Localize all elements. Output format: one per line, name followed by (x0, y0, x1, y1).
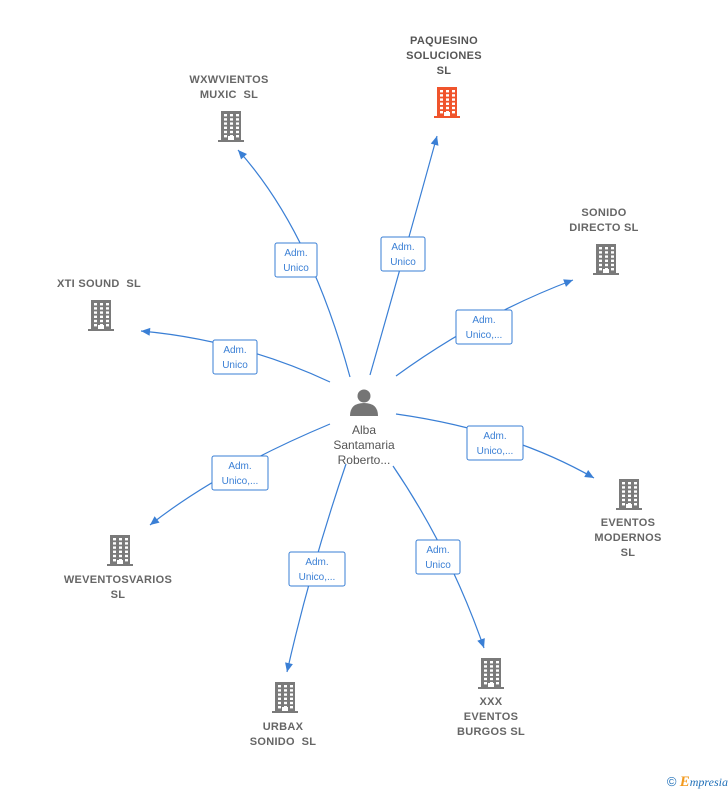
company-name-line[interactable]: XXX (480, 696, 503, 708)
relation-text: Adm. (305, 557, 328, 568)
building-icon[interactable] (88, 300, 114, 331)
relation-label-xxx-eventos-burgos[interactable]: Adm. Unico (415, 539, 461, 575)
brand-logo-letter: E (679, 774, 690, 790)
relation-text: Unico (390, 257, 416, 268)
building-icon[interactable] (434, 87, 460, 118)
copyright-icon: © (666, 774, 677, 789)
relation-text: Adm. (483, 431, 506, 442)
company-node-weventosvarios[interactable]: WEVENTOSVARIOS SL (64, 535, 172, 601)
nodes: PAQUESINO SOLUCIONES SL WXWVIENTOS MUXIC SL S… (57, 35, 661, 748)
company-node-xti-sound[interactable]: XTI SOUND SL (57, 278, 141, 331)
relation-box (288, 551, 346, 587)
center-person-node[interactable]: AlbaSantamariaRoberto... (333, 389, 395, 468)
arrowhead (430, 136, 439, 146)
company-name-line[interactable]: MUXIC SL (200, 89, 258, 101)
company-name-line[interactable]: SONIDO SL (250, 736, 317, 748)
relation-label-xti-sound[interactable]: Adm. Unico (212, 339, 258, 375)
relation-box (415, 539, 461, 575)
arrowhead (141, 327, 151, 336)
relation-label-urbax-sonido[interactable]: Adm. Unico,... (288, 551, 346, 587)
person-name-line[interactable]: Roberto... (338, 453, 391, 467)
arrowhead (238, 150, 247, 160)
relation-text: Adm. (472, 315, 495, 326)
company-name-line[interactable]: SOLUCIONES (406, 50, 482, 62)
company-name-line[interactable]: PAQUESINO (410, 35, 478, 47)
relation-text: Unico,... (299, 572, 336, 583)
relation-text: Adm. (284, 248, 307, 259)
company-node-paquesino[interactable]: PAQUESINO SOLUCIONES SL (406, 35, 482, 118)
company-name-line[interactable]: DIRECTO SL (569, 222, 638, 234)
relation-box (212, 339, 258, 375)
company-name-line[interactable]: SL (111, 589, 126, 601)
building-icon[interactable] (218, 111, 244, 142)
company-node-xxx-eventos-burgos[interactable]: XXX EVENTOS BURGOS SL (457, 658, 525, 738)
company-name-line[interactable]: EVENTOS (464, 711, 518, 723)
company-name-line[interactable]: MODERNOS (594, 532, 661, 544)
relation-label-wxwvientos[interactable]: Adm. Unico (274, 242, 318, 278)
relation-text: Adm. (228, 461, 251, 472)
relation-text: Adm. (223, 345, 246, 356)
company-name-line[interactable]: SONIDO (581, 207, 626, 219)
relation-box (380, 236, 426, 272)
relation-text: Unico (222, 360, 248, 371)
building-icon[interactable] (107, 535, 133, 566)
company-name-line[interactable]: WEVENTOSVARIOS (64, 574, 172, 586)
relation-text: Adm. (391, 242, 414, 253)
relation-label-sonido-directo[interactable]: Adm. Unico,... (455, 309, 513, 345)
relation-text: Unico (283, 263, 309, 274)
arrowhead (563, 279, 573, 287)
relation-box (455, 309, 513, 345)
person-name-line[interactable]: Alba (352, 423, 376, 437)
relation-text: Unico,... (222, 476, 259, 487)
relation-box (274, 242, 318, 278)
company-node-wxwvientos[interactable]: WXWVIENTOS MUXIC SL (189, 74, 268, 142)
building-icon[interactable] (272, 682, 298, 713)
arrowhead (584, 470, 594, 478)
company-name-line[interactable]: WXWVIENTOS (189, 74, 268, 86)
relation-box (211, 455, 269, 491)
company-node-sonido-directo[interactable]: SONIDO DIRECTO SL (569, 207, 638, 275)
building-icon[interactable] (478, 658, 504, 689)
relation-text: Unico (425, 560, 451, 571)
company-name-line[interactable]: BURGOS SL (457, 726, 525, 738)
company-name-line[interactable]: SL (621, 547, 636, 559)
company-name-line[interactable]: SL (437, 65, 452, 77)
relation-text: Adm. (426, 545, 449, 556)
relation-labels: Adm.UnicoAdm.UnicoAdm.Unico,...Adm.Unico… (211, 236, 524, 587)
company-name-line[interactable]: XTI SOUND SL (57, 278, 141, 290)
person-name-line[interactable]: Santamaria (333, 438, 395, 452)
arrowhead (477, 638, 485, 648)
company-name-line[interactable]: URBAX (263, 721, 304, 733)
building-icon[interactable] (593, 244, 619, 275)
building-icon[interactable] (616, 479, 642, 510)
person-icon[interactable] (350, 389, 378, 417)
relation-label-eventos-modernos[interactable]: Adm. Unico,... (466, 425, 524, 461)
relation-label-weventosvarios[interactable]: Adm. Unico,... (211, 455, 269, 491)
relation-text: Unico,... (466, 330, 503, 341)
relation-label-paquesino[interactable]: Adm. Unico (380, 236, 426, 272)
brand-footer[interactable]: © Empresia (667, 774, 728, 791)
company-node-urbax-sonido[interactable]: URBAX SONIDO SL (250, 682, 317, 748)
company-name-line[interactable]: EVENTOS (601, 517, 655, 529)
company-node-eventos-modernos[interactable]: EVENTOS MODERNOS SL (594, 479, 661, 559)
brand-logo-text: mpresia (689, 775, 728, 789)
relation-text: Unico,... (477, 446, 514, 457)
arrowhead (150, 516, 160, 525)
relation-box (466, 425, 524, 461)
arrowhead (285, 662, 293, 672)
